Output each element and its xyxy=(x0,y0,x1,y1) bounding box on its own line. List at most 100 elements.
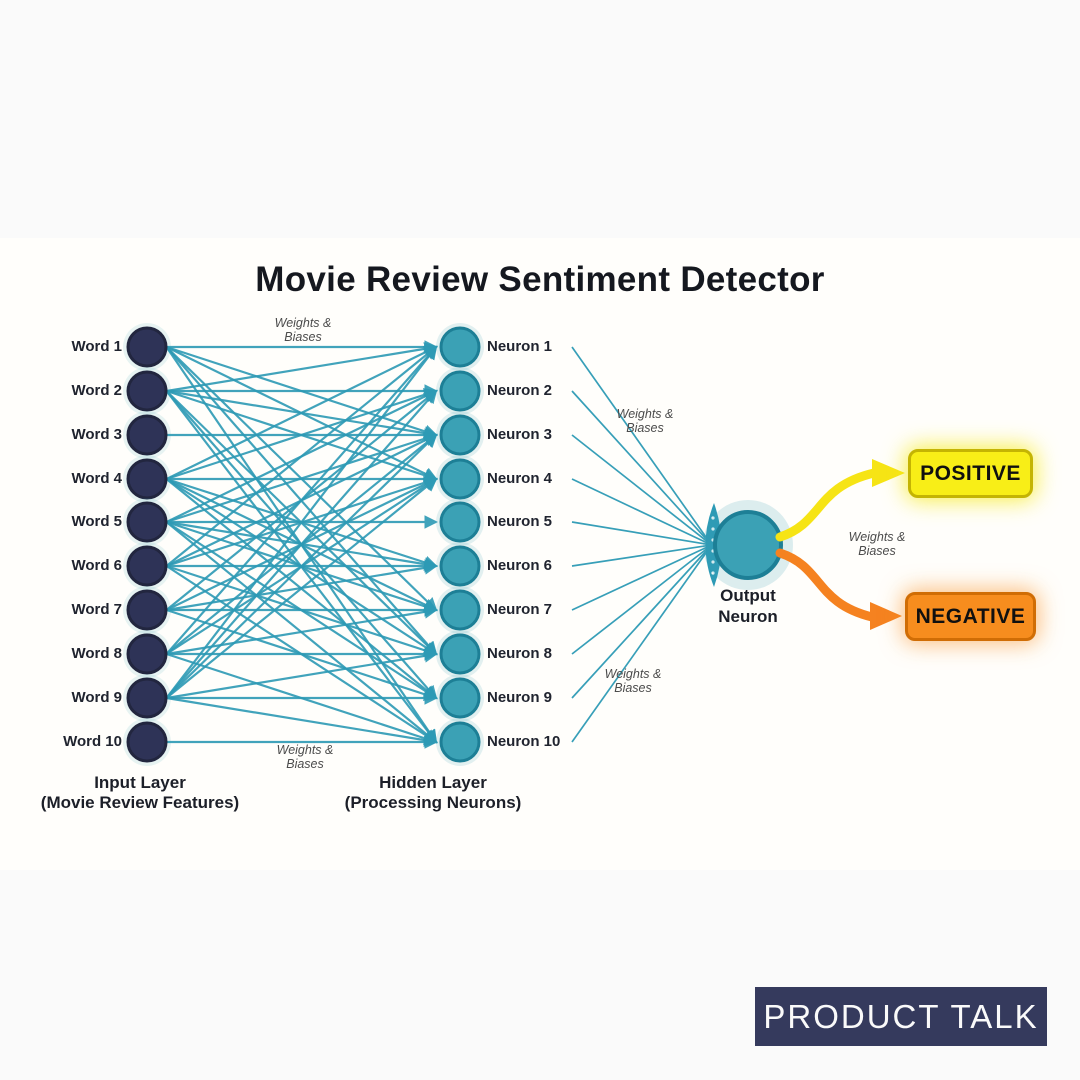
input-layer-heading-line2: (Movie Review Features) xyxy=(40,793,240,812)
input-node-label: Word 1 xyxy=(71,338,122,355)
hidden-node xyxy=(439,414,481,456)
hidden-node xyxy=(439,458,481,500)
weights-biases-label: Weights &Biases xyxy=(275,316,332,344)
connection-line xyxy=(166,345,438,480)
input-node-label: Word 6 xyxy=(71,557,122,574)
connection-line xyxy=(166,432,438,524)
funnel-dot xyxy=(711,516,715,520)
diagram-title: Movie Review Sentiment Detector xyxy=(255,260,825,299)
hidden-node-label: Neuron 4 xyxy=(487,470,553,487)
hidden-layer-heading-line1: Hidden Layer xyxy=(379,773,487,792)
weights-biases-line1: Weights & xyxy=(616,407,674,421)
hidden-node-label: Neuron 1 xyxy=(487,338,553,355)
input-node xyxy=(126,370,168,412)
hidden-to-output-line xyxy=(571,544,707,567)
output-neuron-label-line2: Neuron xyxy=(718,607,778,626)
input-node-label: Word 2 xyxy=(71,382,122,399)
input-node-label: Word 8 xyxy=(71,645,122,662)
hidden-node-label: Neuron 6 xyxy=(487,557,553,574)
funnel-dot xyxy=(711,571,715,575)
output-neuron-label: Output Neuron xyxy=(688,585,808,627)
output-node xyxy=(713,510,783,580)
positive-result-box: POSITIVE xyxy=(908,449,1033,498)
weights-biases-line2: Biases xyxy=(284,330,322,344)
negative-curve xyxy=(775,548,877,622)
hidden-node-label: Neuron 9 xyxy=(487,689,553,706)
negative-arrow xyxy=(870,602,902,630)
weights-biases-label: Weights &Biases xyxy=(605,667,662,695)
connection-line xyxy=(166,649,439,700)
hidden-node-label: Neuron 7 xyxy=(487,601,553,618)
funnel-dot xyxy=(711,527,715,531)
hidden-to-output-line xyxy=(571,478,707,544)
negative-result-box: NEGATIVE xyxy=(905,592,1036,641)
input-node xyxy=(126,501,168,543)
connection-line xyxy=(166,696,439,747)
weights-biases-label: Weights &Biases xyxy=(277,743,334,771)
connection-line xyxy=(165,389,438,699)
weights-biases-line2: Biases xyxy=(614,681,652,695)
input-node-label: Word 9 xyxy=(71,689,122,706)
output-neuron-label-line1: Output xyxy=(720,586,776,605)
input-node-label: Word 10 xyxy=(63,733,122,750)
hidden-node xyxy=(439,589,481,631)
input-node-label: Word 5 xyxy=(71,513,122,530)
hidden-layer-heading-line2: (Processing Neurons) xyxy=(344,793,522,812)
hidden-to-output-line xyxy=(571,550,707,699)
input-node xyxy=(126,414,168,456)
input-node xyxy=(126,677,168,719)
input-node xyxy=(126,458,168,500)
weights-biases-line1: Weights & xyxy=(276,743,334,757)
hidden-layer-heading: Hidden Layer (Processing Neurons) xyxy=(313,773,553,813)
hidden-node xyxy=(439,545,481,587)
connection-line xyxy=(165,433,438,699)
weights-biases-line1: Weights & xyxy=(848,530,906,544)
input-node xyxy=(126,545,168,587)
hidden-to-output-line xyxy=(571,548,707,655)
connection-line xyxy=(165,345,438,655)
positive-curve xyxy=(775,468,879,542)
input-node-label: Word 3 xyxy=(71,426,122,443)
input-node-label: Word 7 xyxy=(71,601,122,618)
hidden-node xyxy=(439,370,481,412)
funnel-dot xyxy=(711,560,715,564)
product-talk-badge: PRODUCT TALK xyxy=(755,987,1047,1046)
hidden-node-label: Neuron 3 xyxy=(487,426,553,443)
hidden-node xyxy=(439,677,481,719)
input-layer-heading: Input Layer (Movie Review Features) xyxy=(20,773,260,813)
hidden-node xyxy=(439,721,481,763)
negative-result-label: NEGATIVE xyxy=(915,604,1026,628)
weights-biases-line1: Weights & xyxy=(274,316,332,330)
connection-line xyxy=(165,345,438,567)
hidden-to-output-line xyxy=(571,546,707,611)
hidden-to-output-line xyxy=(571,346,707,538)
positive-result-label: POSITIVE xyxy=(920,461,1021,485)
input-node xyxy=(126,326,168,368)
input-node xyxy=(126,721,168,763)
weights-biases-label: Weights &Biases xyxy=(617,407,674,435)
hidden-to-output-line xyxy=(571,521,707,545)
input-node-label: Word 4 xyxy=(71,470,122,487)
weights-biases-label: Weights &Biases xyxy=(849,530,906,558)
input-layer-heading-line1: Input Layer xyxy=(94,773,186,792)
hidden-to-output-line xyxy=(571,552,707,743)
connection-line xyxy=(166,342,439,393)
hidden-to-output-line xyxy=(571,434,707,542)
hidden-node xyxy=(439,501,481,543)
weights-biases-line1: Weights & xyxy=(604,667,662,681)
positive-arrow xyxy=(872,459,905,487)
connection-line xyxy=(165,345,438,699)
product-talk-label: PRODUCT TALK xyxy=(763,997,1039,1035)
hidden-node-label: Neuron 5 xyxy=(487,513,553,530)
weights-biases-line2: Biases xyxy=(626,421,664,435)
input-node xyxy=(126,633,168,675)
connection-line xyxy=(166,605,439,656)
hidden-node-label: Neuron 8 xyxy=(487,645,553,662)
hidden-to-output-line xyxy=(571,390,707,540)
hidden-node xyxy=(439,326,481,368)
hidden-node xyxy=(439,633,481,675)
hidden-node-label: Neuron 10 xyxy=(487,733,561,750)
hidden-node-label: Neuron 2 xyxy=(487,382,553,399)
